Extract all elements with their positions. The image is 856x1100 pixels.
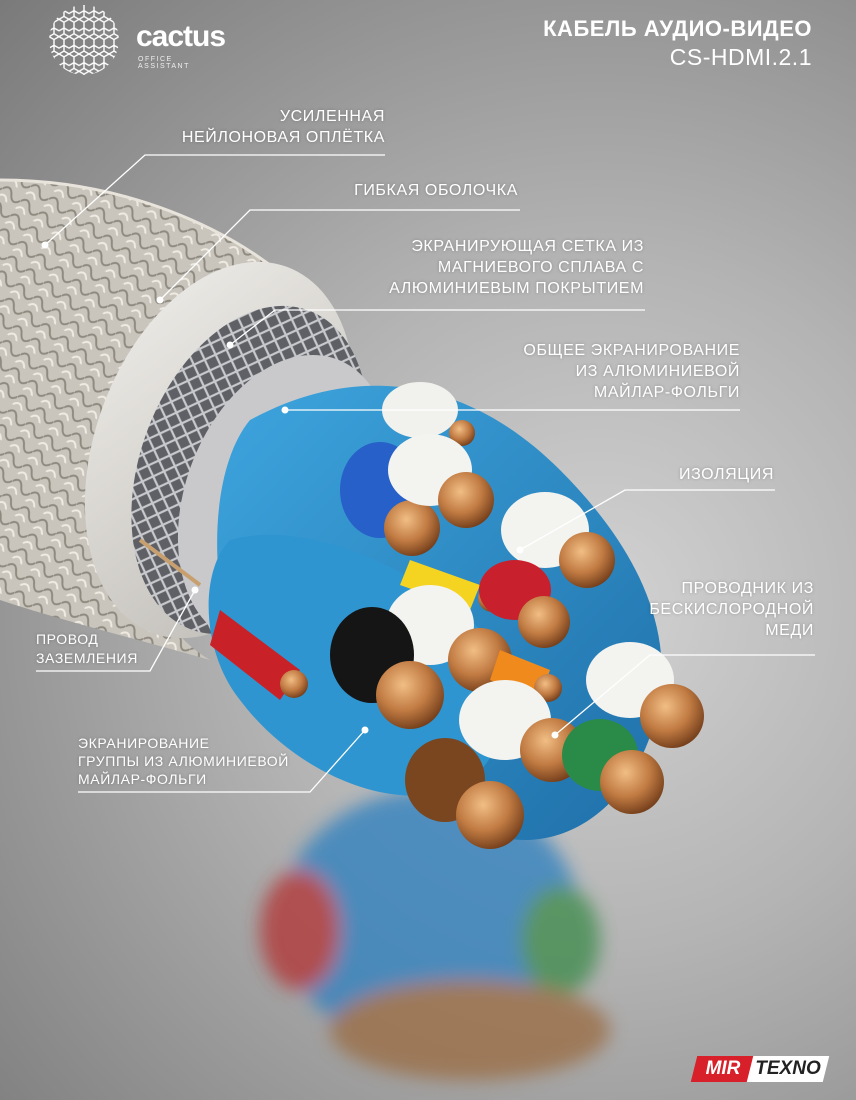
leader-nylon — [44, 154, 385, 246]
hexagon-mesh-icon — [49, 5, 119, 75]
leader-mesh — [229, 309, 645, 346]
leader-sheath — [159, 209, 520, 301]
leader-group — [78, 729, 366, 793]
leader-lines — [36, 154, 815, 793]
watermark-left: MIR — [705, 1058, 741, 1079]
callout-ground-wire: ПРОВОД ЗАЗЕМЛЕНИЯ — [36, 631, 138, 666]
leader-conductor — [554, 654, 815, 736]
brand-name: cactus — [136, 20, 226, 53]
leader-dots — [41, 241, 559, 739]
mirtexno-watermark: MIR TEXNO — [690, 1046, 830, 1086]
callout-conductor: ПРОВОДНИК ИЗ БЕСКИСЛОРОДНОЙ МЕДИ — [649, 580, 814, 639]
product-header: КАБЕЛЬ АУДИО-ВИДЕО CS-HDMI.2.1 — [543, 16, 812, 71]
callout-group-shielding: ЭКРАНИРОВАНИЕ ГРУППЫ ИЗ АЛЮМИНИЕВОЙ МАЙЛ… — [78, 735, 289, 787]
watermark-right: TEXNO — [755, 1058, 821, 1079]
callout-shield-mesh: ЭКРАНИРУЮЩАЯ СЕТКА ИЗ МАГНИЕВОГО СПЛАВА … — [389, 238, 644, 297]
brand-tagline: OFFICE ASSISTANT — [138, 56, 190, 70]
callout-nylon-braid: УСИЛЕННАЯ НЕЙЛОНОВАЯ ОПЛЁТКА — [181, 108, 385, 146]
product-model: CS-HDMI.2.1 — [669, 44, 812, 70]
callout-common-shielding: ОБЩЕЕ ЭКРАНИРОВАНИЕ ИЗ АЛЮМИНИЕВОЙ МАЙЛА… — [523, 342, 740, 401]
cactus-logo: cactus OFFICE ASSISTANT — [44, 2, 226, 78]
conductors — [330, 382, 704, 849]
callout-insulation: ИЗОЛЯЦИЯ — [679, 466, 774, 483]
product-title: КАБЕЛЬ АУДИО-ВИДЕО — [543, 16, 812, 41]
leader-insulation — [519, 489, 775, 551]
callout-flexible-sheath: ГИБКАЯ ОБОЛОЧКА — [354, 182, 518, 199]
leader-ground — [36, 589, 196, 672]
cable-reflection — [260, 790, 610, 1080]
